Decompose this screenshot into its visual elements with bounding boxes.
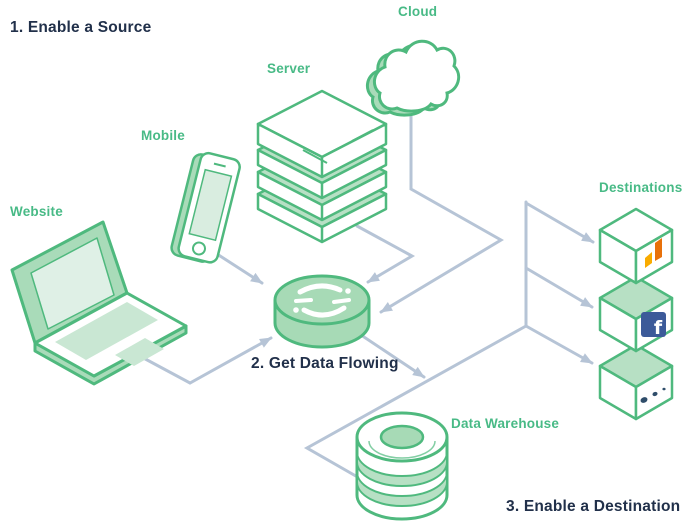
- destinations-label: Destinations: [599, 180, 683, 195]
- arrow-mobile-to-hub: [215, 252, 264, 285]
- laptop-icon: [10, 220, 188, 386]
- arrow-cloud-to-hub: [379, 105, 504, 314]
- facebook-cube-icon: f: [598, 275, 674, 353]
- connector-lines: [134, 105, 595, 489]
- cloud-icon: [365, 39, 461, 117]
- data-warehouse-icon: [355, 411, 449, 521]
- arrow-website-to-hub: [134, 336, 273, 385]
- step1-heading: 1. Enable a Source: [10, 19, 152, 36]
- smartphone-icon: [170, 151, 241, 264]
- google-analytics-cube-icon: [598, 207, 674, 285]
- mobile-label: Mobile: [141, 128, 185, 143]
- segment-hub-icon: [273, 274, 371, 349]
- ellipsis-dots-icon: [640, 387, 666, 403]
- segment-logo: [293, 283, 351, 318]
- cloud-label: Cloud: [398, 4, 438, 19]
- arrow-to-destination-3: [524, 324, 594, 365]
- server-label: Server: [267, 61, 311, 76]
- server-icon: [256, 89, 388, 244]
- arrow-server-to-hub: [355, 224, 416, 284]
- website-label: Website: [10, 204, 63, 219]
- more-integrations-cube-icon: [598, 343, 674, 421]
- data-warehouse-label: Data Warehouse: [451, 416, 560, 431]
- pipeline-to-warehouse: [303, 324, 528, 489]
- step2-heading: 2. Get Data Flowing: [251, 355, 399, 372]
- svg-text:f: f: [654, 317, 663, 339]
- arrow-to-destination-2: [524, 266, 594, 309]
- arrow-hub-to-pipeline: [350, 327, 426, 379]
- step3-heading: 3. Enable a Destination: [506, 498, 681, 515]
- destination-cubes: f: [598, 207, 674, 421]
- google-analytics-logo-icon: [645, 238, 662, 268]
- arrow-to-destination-1: [524, 201, 595, 244]
- facebook-logo-icon: f: [641, 312, 666, 339]
